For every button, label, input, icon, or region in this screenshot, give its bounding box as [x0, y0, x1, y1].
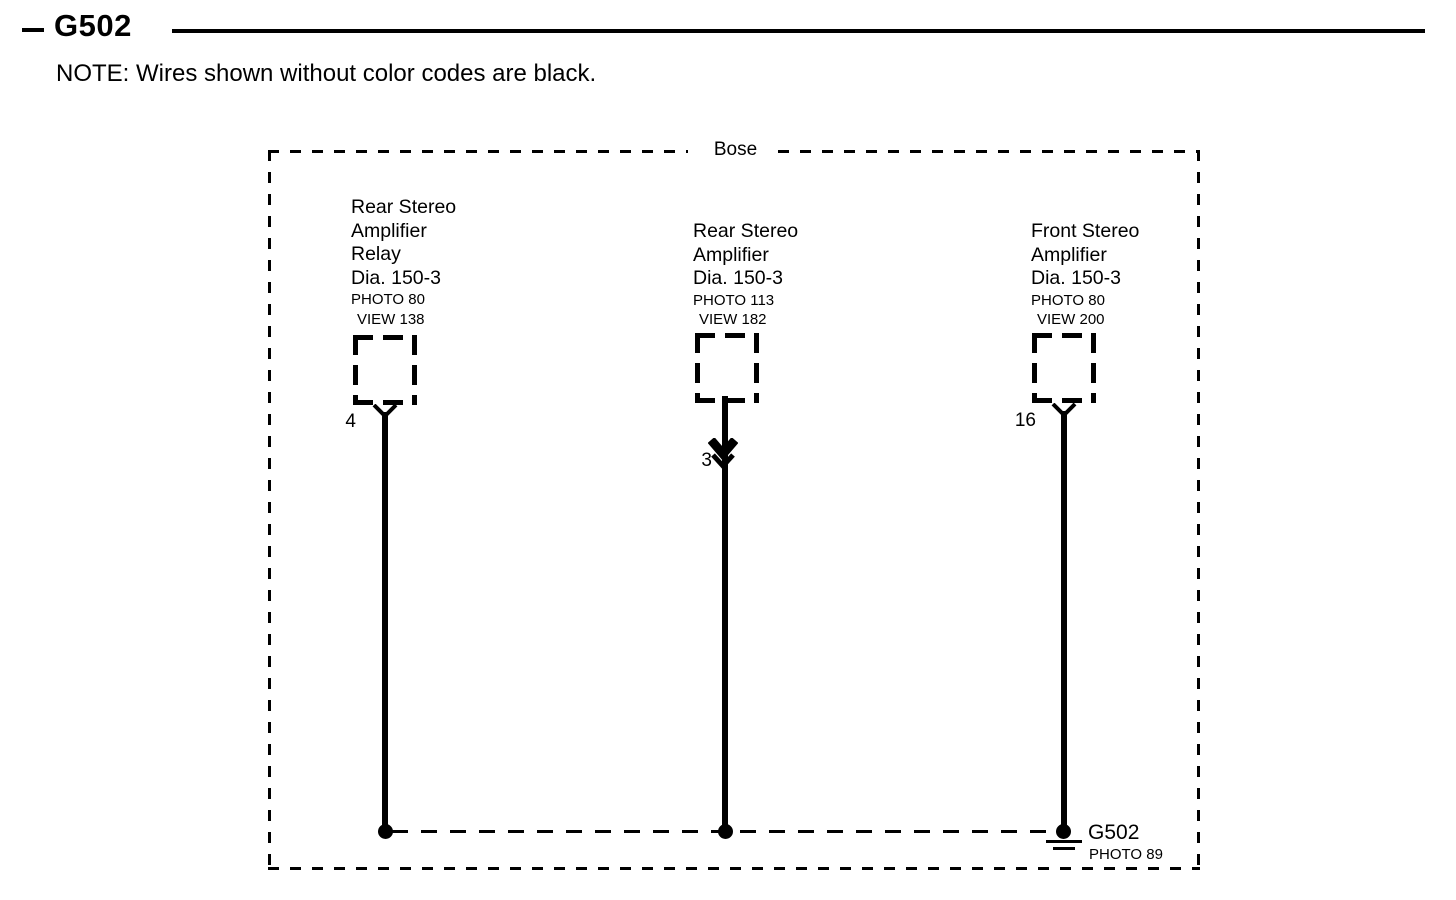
wire-pin-16-to-ground [1061, 411, 1067, 832]
ground-bar-lower [1053, 847, 1075, 850]
component-name-line-2: Amplifier [351, 219, 427, 242]
component-view-ref: VIEW 182 [699, 311, 767, 328]
pin-number-1: 4 [345, 411, 356, 432]
bose-enclosure: Bose [268, 137, 1200, 870]
wire-pin-4-to-ground [382, 412, 388, 832]
component-name-line-2: Amplifier [1031, 243, 1107, 266]
component-photo-ref: PHOTO 113 [693, 291, 775, 309]
component-diagram-ref: Dia. 150-3 [351, 266, 441, 289]
connector-box-border-top [1032, 333, 1096, 338]
connector-box-border-left [1032, 333, 1037, 403]
component-diagram-ref: Dia. 150-3 [693, 267, 783, 289]
title-horizontal-rule [172, 29, 1425, 33]
enclosure-label: Bose [693, 137, 778, 163]
enclosure-border-left [268, 150, 271, 870]
connector-box-border-bottom [1032, 398, 1096, 403]
ground-label: G502 [1088, 821, 1140, 844]
connector-box-border-top [695, 333, 759, 338]
component-name-line-1: Rear Stereo [693, 220, 799, 242]
component-photo-ref: PHOTO 80 [351, 291, 425, 308]
connector-box-border-left [695, 333, 700, 403]
connector-box-2 [695, 333, 759, 403]
component-front-stereo-amplifier: Front Stereo Amplifier Dia. 150-3 PHOTO … [1031, 220, 1139, 330]
ground-bar-upper [1046, 840, 1082, 843]
connector-box-border-right [1091, 333, 1096, 403]
ground-symbol-icon [1046, 838, 1082, 854]
pin-number-2: 3 [701, 450, 712, 471]
wire-pin-3-to-ground [722, 396, 728, 832]
enclosure-border-top-right [778, 150, 1200, 153]
component-name-line-2: Amplifier [693, 243, 769, 266]
enclosure-border-top-left [268, 150, 688, 153]
connector-box-border-left [353, 335, 358, 405]
page-header: G502 [0, 0, 1456, 52]
component-rear-stereo-amplifier: Rear Stereo Amplifier Dia. 150-3 PHOTO 1… [693, 220, 798, 330]
title-lead-dash-icon [22, 28, 44, 32]
connector-box-border-right [754, 333, 759, 403]
note-text: NOTE: Wires shown without color codes ar… [56, 60, 597, 87]
connector-box-border-top [353, 335, 417, 340]
component-name-line-1: Rear Stereo [351, 196, 457, 218]
ground-photo-ref: PHOTO 89 [1089, 846, 1163, 863]
component-name-line-3: Relay [351, 243, 401, 265]
connector-box-3 [1032, 333, 1096, 403]
page-title: G502 [54, 8, 132, 43]
pin-number-3: 16 [1014, 410, 1036, 431]
connector-box-border-right [412, 335, 417, 405]
enclosure-border-bottom [268, 867, 1200, 870]
component-photo-ref: PHOTO 80 [1031, 291, 1105, 309]
connector-box-1 [353, 335, 417, 405]
component-diagram-ref: Dia. 150-3 [1031, 267, 1121, 289]
component-rear-stereo-amplifier-relay: Rear Stereo Amplifier Relay Dia. 150-3 P… [351, 196, 456, 329]
connector-box-border-bottom [353, 400, 417, 405]
enclosure-border-right [1197, 150, 1200, 870]
component-name-line-1: Front Stereo [1031, 220, 1140, 242]
component-view-ref: VIEW 138 [357, 310, 425, 328]
component-view-ref: VIEW 200 [1037, 311, 1105, 328]
ground-bus-wire [392, 830, 1064, 833]
junction-dot-1 [378, 824, 393, 839]
